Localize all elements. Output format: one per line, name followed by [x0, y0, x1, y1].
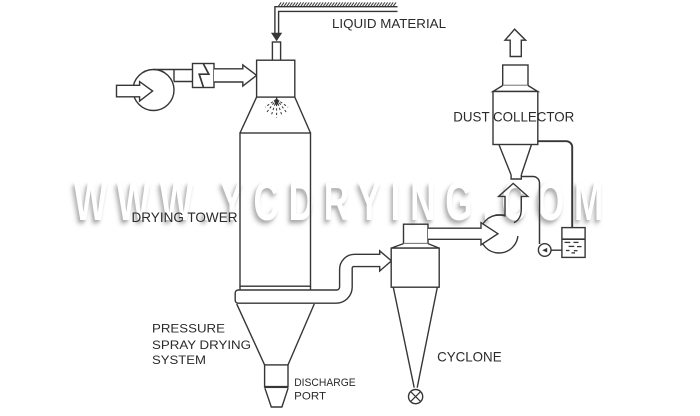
- dust-collector-outlet-stub: [502, 64, 529, 87]
- feed-arrow-icon: [271, 32, 283, 42]
- feed-pipe-outer-line: [274, 6, 398, 34]
- pump-flow-arrow-icon: [542, 247, 548, 253]
- fines-return-pipe-line: [537, 140, 574, 231]
- label-system-1: PRESSURE: [152, 321, 225, 335]
- spray-arrow-icon: [273, 100, 280, 107]
- dust-collector-shoulder: [490, 84, 541, 93]
- cyclone-cone-left-line: [392, 287, 415, 388]
- label-discharge-1: DISCHARGE: [294, 377, 356, 389]
- dust-collector-cone-left-line: [498, 144, 512, 176]
- tower-shoulder-left-line: [239, 96, 258, 134]
- dust-return-pipe: [521, 175, 541, 244]
- heater-coil-zigzag: [198, 63, 211, 88]
- dust-collector-body: [492, 90, 539, 146]
- label-dust-collector: DUST COLLECTOR: [453, 108, 574, 124]
- cyclone-body: [390, 247, 440, 288]
- discharge-tip-cone: [264, 387, 289, 408]
- drying-tower-vessel: [239, 41, 312, 290]
- exhaust-fan-outlet-wall-line: [513, 196, 522, 224]
- tower-outlet-duct: [234, 249, 393, 304]
- supply-fan-icon: [132, 68, 193, 112]
- tower-cone: [236, 303, 315, 408]
- spray-rays: [264, 98, 289, 118]
- rotary-valve-icon: [407, 388, 424, 405]
- exhaust-arrow-icon: [503, 28, 528, 58]
- fan-up-arrow-outline: [496, 182, 530, 217]
- rotary-valve-cross: [410, 391, 422, 403]
- spray-nozzle-icon: [271, 41, 282, 61]
- tank-liquid-dashes: [564, 241, 582, 254]
- label-discharge-2: PORT: [294, 390, 326, 402]
- tower-cone-left-line: [236, 303, 266, 366]
- diagram-linework: LIQUID MATERIAL DUST COLLECTOR DRYING TO…: [115, 2, 586, 408]
- cyclone-outlet-arrow-icon: [428, 221, 500, 247]
- feed-pump-icon: [537, 242, 562, 257]
- tower-air-disperser-box: [255, 59, 296, 98]
- feed-pipe-hatching: [278, 2, 397, 7]
- hot-air-arrow-icon: [214, 63, 258, 88]
- diagram-labels: LIQUID MATERIAL DUST COLLECTOR DRYING TO…: [132, 16, 575, 402]
- fan-up-arrow-icon: [496, 182, 530, 236]
- label-liquid-material: LIQUID MATERIAL: [332, 16, 446, 31]
- liquid-feed-pipe: [271, 2, 398, 42]
- feed-pipe-inner-line: [277, 10, 398, 34]
- dust-collector-cone-right-line: [520, 144, 533, 176]
- liquid-tank-icon: [561, 226, 586, 259]
- cyclone-vessel: [390, 223, 440, 405]
- watermark-text: WWW.YCDRYING.COM: [74, 170, 614, 232]
- heater-icon: [191, 62, 215, 89]
- discharge-port-icon: [263, 364, 289, 388]
- tower-shoulder-right-line: [294, 96, 312, 134]
- spray-pattern-icon: [264, 97, 289, 118]
- label-system-3: SYSTEM: [152, 353, 206, 367]
- tower-body: [239, 132, 312, 287]
- tower-cone-right-line: [287, 303, 315, 366]
- label-system-2: SPRAY DRYING: [152, 338, 251, 352]
- cyclone-cone-right-line: [416, 287, 438, 388]
- dust-collector-vessel: [490, 28, 541, 180]
- air-inlet-arrow-icon: [115, 80, 154, 103]
- label-drying-tower: DRYING TOWER: [132, 209, 238, 225]
- label-cyclone: CYCLONE: [437, 349, 502, 365]
- fan-up-arrow-fill: [498, 183, 528, 236]
